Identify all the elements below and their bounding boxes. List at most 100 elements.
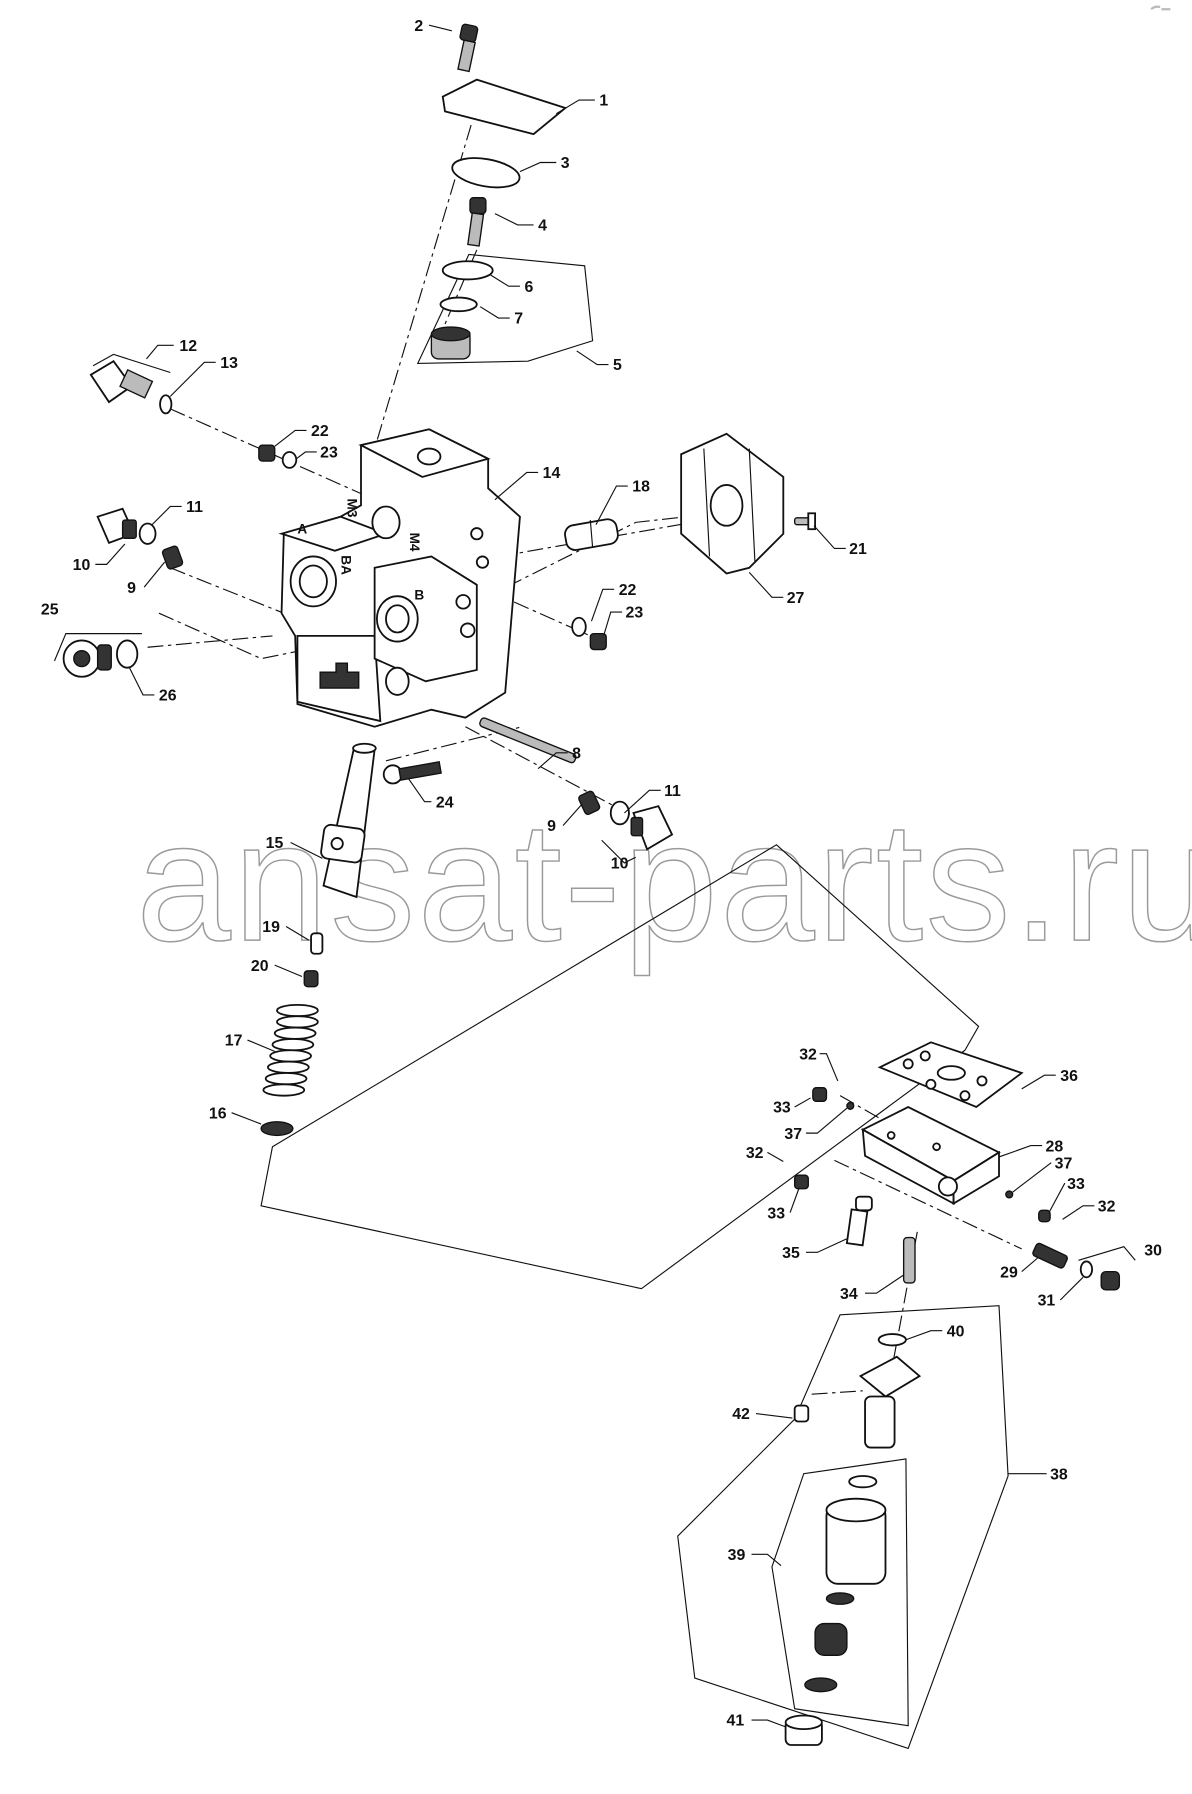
group-frame-39 [771, 1458, 909, 1727]
callout-28: 28 [1046, 1138, 1064, 1155]
callout-8: 8 [572, 746, 581, 763]
o-ring [804, 1677, 838, 1693]
axis-line [834, 1159, 1022, 1250]
callout-9: 9 [127, 580, 136, 597]
callout-30: 30 [1144, 1243, 1162, 1260]
group-frame-15-28 [260, 844, 980, 1290]
callout-29: 29 [1000, 1264, 1018, 1281]
callout-1: 1 [599, 93, 608, 110]
callout-23: 23 [626, 605, 644, 622]
plug-37 [1005, 1190, 1014, 1199]
callout-17: 17 [225, 1033, 243, 1050]
plug-10 [630, 805, 674, 851]
seal-5 [430, 326, 471, 360]
callout-15: 15 [266, 835, 284, 852]
o-ring-3 [451, 157, 521, 189]
callout-3: 3 [561, 155, 570, 172]
pin-19 [310, 932, 324, 955]
callout-41: 41 [727, 1713, 745, 1730]
o-ring-11 [609, 800, 630, 826]
callout-39: 39 [728, 1547, 746, 1564]
cap-screw-4 [467, 197, 487, 247]
block-28 [860, 1106, 1001, 1206]
callout-7: 7 [514, 311, 523, 328]
bracket-10 [601, 839, 636, 864]
screw-42 [793, 1404, 810, 1423]
callout-40: 40 [947, 1323, 965, 1340]
callout-9: 9 [547, 818, 556, 835]
callout-24: 24 [436, 794, 454, 811]
o-ring [825, 1592, 855, 1605]
callout-34: 34 [840, 1286, 858, 1303]
plug-25 [62, 639, 112, 678]
seal-ring-6 [441, 260, 494, 281]
callout-33: 33 [1067, 1176, 1085, 1193]
solenoid-stem-38 [858, 1355, 922, 1449]
plug-37 [846, 1101, 855, 1110]
port-label-a: A [297, 522, 307, 537]
callout-13: 13 [220, 355, 238, 372]
plug-30 [1100, 1270, 1121, 1291]
callout-37: 37 [1055, 1155, 1073, 1172]
callout-36: 36 [1060, 1068, 1078, 1085]
cap-screw-35 [845, 1195, 873, 1247]
plug-12 [89, 359, 154, 404]
o-ring-23 [281, 451, 298, 469]
callout-32: 32 [799, 1046, 817, 1063]
axis-line [811, 1390, 863, 1395]
callout-35: 35 [782, 1245, 800, 1262]
nut [814, 1622, 848, 1657]
o-ring-31 [1079, 1260, 1094, 1279]
o-ring-7 [439, 296, 478, 313]
o-ring-11 [138, 522, 157, 545]
spring-9 [578, 790, 601, 815]
plug-33 [812, 1087, 828, 1103]
plug-22 [258, 444, 276, 462]
o-ring-23 [571, 616, 587, 637]
callout-6: 6 [524, 279, 533, 296]
bracket-30 [1078, 1246, 1136, 1261]
plug-33 [1038, 1209, 1051, 1223]
cartridge-29 [1032, 1242, 1068, 1269]
callout-37: 37 [784, 1126, 802, 1143]
callout-11: 11 [664, 783, 681, 800]
axis-line [147, 635, 273, 648]
spool-15 [320, 742, 377, 899]
callout-27: 27 [787, 590, 805, 607]
spring-9 [161, 545, 184, 570]
callouts: 2 1 3 4 6 7 5 12 13 22 23 14 18 11 10 9 … [41, 18, 1162, 1730]
callout-16: 16 [209, 1105, 227, 1122]
callout-25: 25 [41, 601, 59, 618]
callout-12: 12 [179, 338, 197, 355]
axis-line [465, 726, 637, 819]
cap-screw-2 [457, 23, 479, 73]
callout-2: 2 [414, 18, 423, 35]
callout-32: 32 [1098, 1198, 1116, 1215]
callout-10: 10 [611, 856, 629, 873]
callout-21: 21 [849, 541, 867, 558]
callout-5: 5 [613, 357, 622, 374]
cover-plate-1 [441, 78, 568, 136]
set-screw-20 [303, 970, 319, 988]
o-ring-13 [159, 394, 173, 415]
watermark: ansat-parts.ru [136, 787, 1192, 977]
plug-10 [96, 507, 137, 544]
callout-31: 31 [1038, 1293, 1056, 1310]
port-label-m3: M3 [344, 499, 359, 518]
callout-23: 23 [320, 445, 338, 462]
port-label-b: B [414, 588, 424, 603]
check-valve-34 [902, 1236, 916, 1284]
gasket-holes [902, 1050, 988, 1102]
valve-body-14: A B BA M4 M3 [278, 428, 521, 728]
corner-mark [1150, 5, 1171, 11]
screw-21 [793, 512, 817, 531]
group-frame-38 [677, 1305, 1009, 1750]
o-ring-40 [877, 1333, 907, 1347]
callout-26: 26 [159, 688, 177, 705]
spool-18 [564, 518, 619, 551]
callout-22: 22 [311, 423, 329, 440]
callout-10: 10 [73, 557, 91, 574]
callout-14: 14 [543, 465, 561, 482]
spring-seat-16 [260, 1121, 294, 1137]
